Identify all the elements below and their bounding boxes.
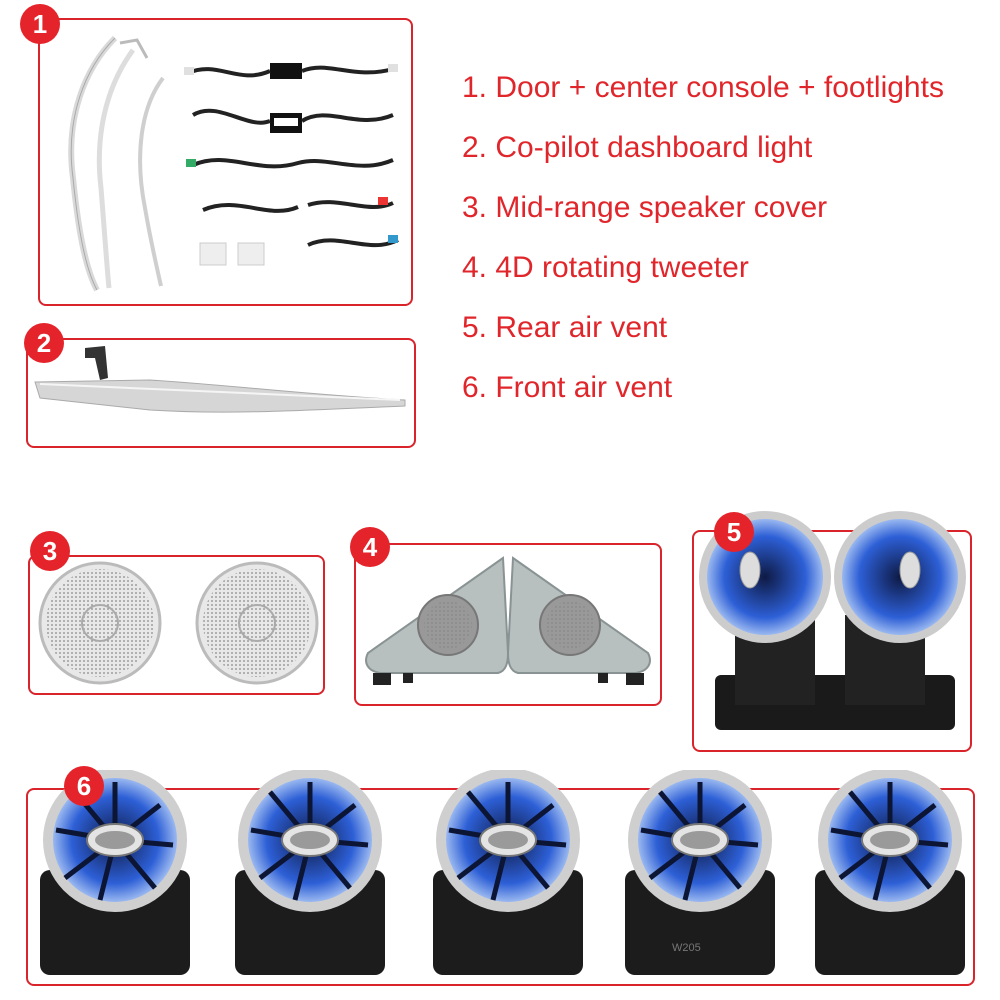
badge-3: 3: [30, 531, 70, 571]
component-item-1: 1. Door + center console + footlights: [462, 71, 944, 104]
dashboard-light-image: [34, 346, 406, 413]
tweeters-image: [365, 556, 651, 685]
badge-6: 6: [64, 766, 104, 806]
speaker-covers-image: [38, 561, 319, 685]
component-item-5: 5. Rear air vent: [462, 311, 668, 344]
front-air-vents-image: [40, 770, 972, 984]
vent-label: W205: [672, 942, 701, 954]
component-item-2: 2. Co-pilot dashboard light: [462, 131, 813, 164]
component-item-6: 6. Front air vent: [462, 371, 673, 404]
rear-air-vent-image: [699, 511, 966, 730]
badge-4: 4: [350, 527, 390, 567]
component-item-3: 3. Mid-range speaker cover: [462, 191, 828, 224]
component-item-4: 4. 4D rotating tweeter: [462, 251, 749, 284]
led-strips-image: [68, 35, 165, 292]
wiring-harness-image: [184, 63, 399, 266]
badge-2: 2: [24, 323, 64, 363]
component-list: 1. Door + center console + footlights 2.…: [462, 58, 944, 418]
badge-5: 5: [714, 512, 754, 552]
badge-1: 1: [20, 4, 60, 44]
